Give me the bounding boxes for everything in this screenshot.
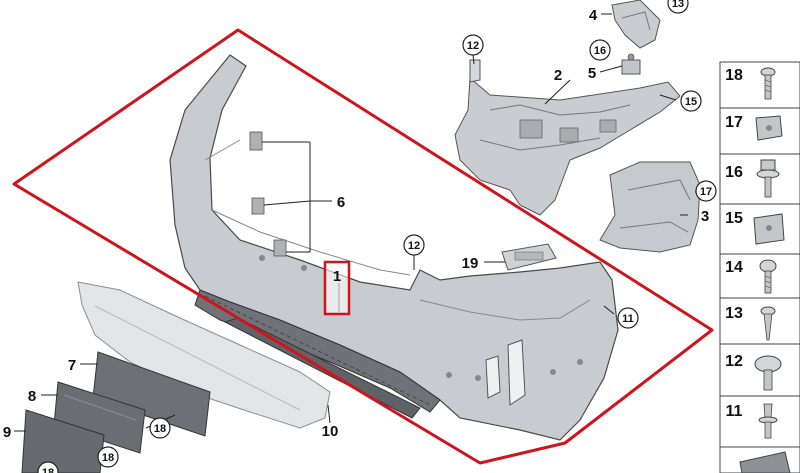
callout-19: 19: [462, 255, 479, 272]
circled-callout-11: 11: [617, 307, 639, 329]
svg-text:16: 16: [725, 164, 743, 181]
license-plate-bracket-8: [53, 381, 146, 454]
circled-callout-18-a: 18: [149, 417, 171, 439]
callout-7: 7: [68, 357, 76, 374]
circled-callout-18-c: 18: [37, 461, 59, 473]
svg-text:12: 12: [467, 40, 479, 52]
callout-9: 9: [3, 424, 11, 441]
license-plate-bracket-7: [92, 351, 211, 437]
side-bracket-part: [599, 161, 701, 253]
callout-8: 8: [28, 388, 36, 405]
parts-panel-row-14: 14: [725, 259, 777, 294]
svg-text:11: 11: [622, 313, 634, 325]
svg-text:16: 16: [594, 45, 606, 57]
parts-panel-row-15: 15: [725, 210, 785, 245]
highlight-outline: [12, 28, 714, 465]
callout-1-highlight: [323, 260, 351, 316]
parts-panel-row-partial: [739, 451, 791, 473]
parts-panel-row-17: 17: [725, 114, 783, 141]
grille-trim-part: [77, 281, 331, 429]
parts-panel-row-16: 16: [725, 159, 780, 198]
callout-10: 10: [322, 423, 339, 440]
bumper-cover-part: [169, 54, 619, 441]
parts-panel-row-18: 18: [725, 67, 776, 100]
svg-text:17: 17: [725, 114, 743, 131]
circled-callout-17: 17: [695, 180, 717, 202]
svg-text:18: 18: [42, 467, 54, 473]
parts-panel-row-11: 11: [726, 403, 778, 439]
svg-text:13: 13: [725, 305, 743, 322]
circled-callout-13: 13: [667, 0, 689, 14]
svg-text:12: 12: [408, 240, 420, 252]
callout-4: 4: [589, 7, 598, 24]
callout-3: 3: [701, 208, 709, 225]
upper-bracket-part: [454, 59, 681, 216]
svg-text:12: 12: [725, 353, 743, 370]
circled-callout-15: 15: [680, 90, 702, 112]
svg-text:15: 15: [725, 210, 743, 227]
callout-5: 5: [588, 65, 596, 82]
callout-6: 6: [337, 194, 345, 211]
svg-text:11: 11: [726, 403, 743, 420]
license-plate-bracket-9: [21, 409, 105, 473]
parts-panel-row-12: 12: [725, 353, 782, 391]
svg-text:18: 18: [725, 67, 743, 84]
svg-text:17: 17: [700, 186, 712, 198]
fog-light-bracket-part: [501, 243, 557, 271]
circled-callout-12-lower: 12: [403, 234, 425, 256]
svg-text:14: 14: [725, 259, 743, 276]
svg-text:13: 13: [672, 0, 684, 10]
clip-part: [621, 53, 641, 75]
callout-2: 2: [554, 67, 562, 84]
svg-text:18: 18: [154, 423, 166, 435]
svg-text:18: 18: [102, 452, 114, 464]
small-bracket-part: [611, 0, 661, 49]
callout-1: 1: [333, 268, 341, 285]
circled-callout-16: 16: [589, 39, 611, 61]
circled-callout-18-b: 18: [97, 446, 119, 468]
circled-callout-12-upper: 12: [462, 34, 484, 56]
parts-panel-row-13: 13: [725, 305, 776, 341]
svg-text:15: 15: [685, 96, 697, 108]
